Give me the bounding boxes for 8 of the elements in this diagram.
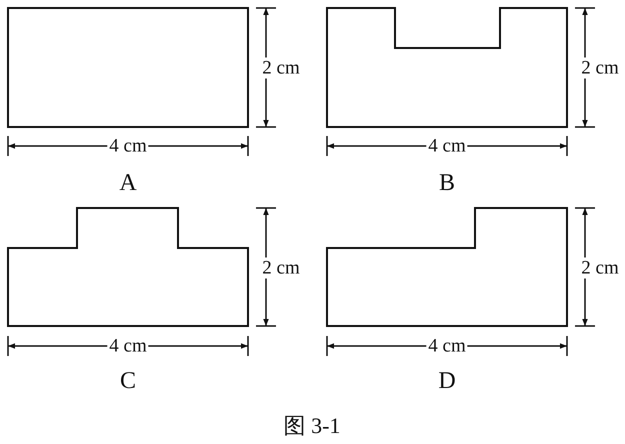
shape-outline xyxy=(7,207,249,327)
shape-outline xyxy=(326,7,568,128)
dimension-label: 2 cm xyxy=(579,58,621,78)
dimension-label: 2 cm xyxy=(260,58,302,78)
dimension-label: 2 cm xyxy=(260,258,302,278)
shape-outline xyxy=(326,207,568,327)
dimension-label: 2 cm xyxy=(579,258,621,278)
shape-outline xyxy=(7,7,249,128)
